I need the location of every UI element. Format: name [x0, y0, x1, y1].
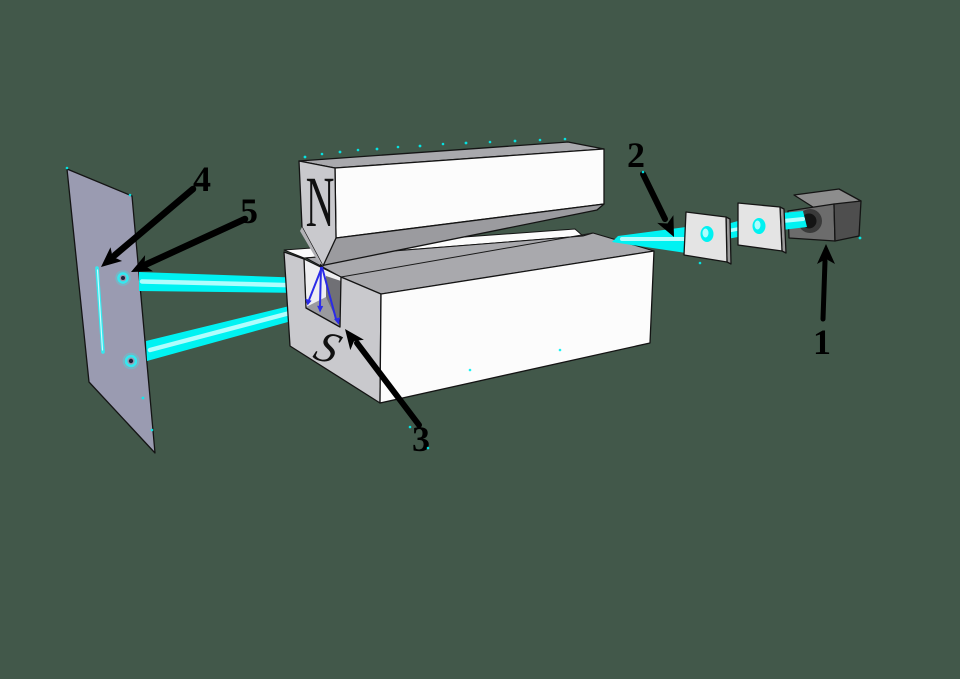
split-atom-beams	[139, 272, 306, 361]
callout-2-arrowhead	[657, 215, 674, 237]
beam-upper-core	[139, 279, 306, 288]
collimator-plate-front	[683, 211, 732, 265]
field-arrow-middle	[319, 266, 322, 307]
edge-speckles	[65, 137, 862, 450]
callout-1-arrowhead	[817, 244, 835, 264]
collimator-plate-back	[737, 202, 787, 254]
callout-1-label: 1	[813, 322, 831, 362]
field-arrow-middle-head	[317, 305, 324, 313]
notch-floor	[306, 297, 340, 327]
beam-lower-core	[147, 307, 306, 353]
callout-1: 1	[813, 244, 835, 362]
callout-1-arrow	[820, 258, 828, 322]
callout-5-label: 5	[240, 191, 258, 231]
field-arrow-left	[308, 266, 323, 301]
north-pole-label: N	[306, 162, 335, 243]
beam-oven-core	[781, 217, 805, 223]
south-pole-magnet: S	[283, 250, 655, 404]
field-direction-arrows	[305, 266, 341, 325]
callout-4-arrowhead	[101, 247, 123, 267]
detector-screen	[66, 168, 156, 454]
callout-2-label: 2	[627, 135, 645, 175]
observed-spot-top	[115, 270, 131, 286]
callout-4-label: 4	[193, 159, 211, 199]
field-arrow-right	[321, 266, 337, 320]
callout-5: 5	[131, 191, 258, 272]
notch-right-wall	[326, 276, 341, 327]
furnace-side-face	[833, 200, 862, 242]
callout-4-arrow	[111, 185, 197, 259]
plate-back-hole-core	[754, 220, 761, 230]
field-arrow-left-head	[305, 298, 312, 306]
channel-front-edge	[340, 232, 594, 278]
north-pole-end-face	[298, 160, 337, 267]
callout-3-arrowhead	[345, 329, 364, 351]
callout-4: 4	[101, 159, 211, 267]
beam-oven-segment	[781, 211, 807, 230]
callout-3: 3	[345, 329, 430, 459]
field-arrow-right-head	[334, 317, 341, 325]
plate-front-hole-core	[702, 228, 709, 238]
beam-entrance-fan	[612, 227, 686, 253]
callout-3-label: 3	[412, 419, 430, 459]
south-pole-end-face	[283, 251, 382, 404]
callout-3-arrow	[354, 340, 422, 428]
callout-2-arrow	[640, 171, 668, 222]
north-wedge-left-shade	[300, 227, 323, 266]
callout-2: 2	[627, 135, 674, 237]
screen-plane	[66, 168, 156, 454]
observed-spot-bottom	[122, 352, 140, 370]
callout-5-arrow	[143, 215, 249, 268]
callout-5-arrowhead	[131, 255, 153, 272]
south-pole-side-face	[379, 250, 655, 404]
classical-prediction-line-core	[96, 269, 104, 351]
north-pole-magnet: N	[298, 141, 605, 267]
